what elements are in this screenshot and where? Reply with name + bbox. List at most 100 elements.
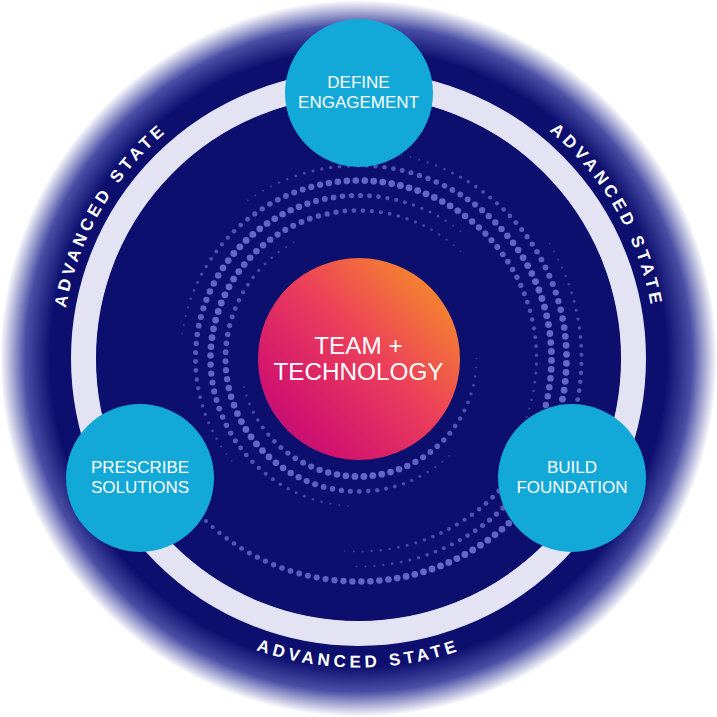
spiral-dot xyxy=(414,541,417,544)
spiral-dot xyxy=(214,397,220,403)
spiral-dot xyxy=(397,546,400,549)
spiral-dot xyxy=(406,544,409,547)
spiral-dot xyxy=(504,232,510,238)
ring-label-text: ADVANCED STATE xyxy=(255,636,463,672)
hub-circle: TEAM + TECHNOLOGY xyxy=(258,258,460,460)
spiral-dot xyxy=(331,195,337,201)
spiral-dot xyxy=(312,481,318,487)
spiral-dot xyxy=(403,573,410,580)
spiral-dot xyxy=(447,527,451,531)
spiral-dot xyxy=(193,350,198,355)
spiral-dot xyxy=(185,315,187,317)
spiral-dot xyxy=(563,360,570,367)
spiral-dot xyxy=(423,190,430,197)
spiral-dot xyxy=(253,248,260,255)
spiral-dot xyxy=(526,416,528,418)
spiral-dot xyxy=(317,182,323,188)
spiral-dot xyxy=(225,453,227,455)
spiral-dot xyxy=(253,441,260,448)
spiral-dot xyxy=(438,233,440,235)
spiral-dot xyxy=(208,343,215,350)
spiral-dot xyxy=(312,498,315,501)
spiral-dot xyxy=(396,466,403,473)
spiral-dot xyxy=(545,393,551,399)
spiral-dot xyxy=(557,258,559,260)
spiral-dot xyxy=(378,471,385,478)
spiral-dot xyxy=(330,486,336,492)
spiral-dot xyxy=(543,312,550,319)
spiral-dot xyxy=(249,231,256,238)
spiral-dot xyxy=(259,447,266,454)
spiral-dot xyxy=(418,158,420,160)
spiral-dot xyxy=(209,257,213,261)
spiral-dot xyxy=(207,421,210,424)
spiral-dot xyxy=(295,491,298,494)
spiral-dot xyxy=(475,366,477,368)
spiral-dot xyxy=(575,397,580,402)
spiral-dot xyxy=(482,231,488,237)
spiral-dot xyxy=(405,217,408,220)
spiral-dot xyxy=(208,370,214,376)
spiral-dot xyxy=(243,426,250,433)
spiral-dot xyxy=(384,487,388,491)
spiral-dot xyxy=(417,173,422,178)
spiral-dot xyxy=(295,474,301,480)
spiral-dot xyxy=(203,297,209,303)
spiral-dot xyxy=(495,201,499,205)
spiral-dot xyxy=(535,353,539,357)
spiral-dot xyxy=(329,166,333,170)
spiral-dot xyxy=(431,535,435,539)
spiral-dot xyxy=(226,385,232,391)
spiral-dot xyxy=(223,349,229,355)
spiral-dot xyxy=(462,518,466,522)
spiral-dot xyxy=(420,568,427,575)
spiral-dot xyxy=(431,194,438,201)
spiral-dot xyxy=(195,332,201,338)
spiral-dot xyxy=(226,283,233,290)
spiral-dot xyxy=(391,166,396,171)
spiral-dot xyxy=(326,180,332,186)
spiral-dot xyxy=(296,204,302,210)
spiral-dot xyxy=(452,225,454,227)
spiral-dot xyxy=(272,439,277,444)
spiral-dot xyxy=(198,395,202,399)
spiral-dot xyxy=(316,467,322,473)
spiral-dot xyxy=(466,401,470,405)
spiral-dot xyxy=(376,194,381,199)
spiral-dot xyxy=(515,247,522,254)
spiral-dot xyxy=(477,507,482,512)
spiral-dot xyxy=(546,384,553,391)
ring-label: ADVANCED STATE xyxy=(255,636,463,672)
spiral-dot xyxy=(568,283,571,286)
stage-label: BUILD FOUNDATION xyxy=(516,458,627,499)
hub-label: TEAM + TECHNOLOGY xyxy=(273,333,443,384)
spiral-dot xyxy=(307,216,313,222)
spiral-dot xyxy=(190,298,193,301)
spiral-dot xyxy=(343,472,350,479)
spiral-dot xyxy=(239,546,244,551)
spiral-dot xyxy=(447,203,454,210)
spiral-dot xyxy=(194,368,199,373)
spiral-dot xyxy=(522,291,527,296)
spiral-dot xyxy=(549,243,551,245)
spiral-dot xyxy=(274,231,280,237)
spiral-dot xyxy=(294,175,297,178)
spiral-dot xyxy=(204,413,207,416)
spiral-dot xyxy=(528,270,535,277)
spiral-dot xyxy=(342,209,347,214)
spiral-dot xyxy=(220,265,227,272)
spiral-dot xyxy=(226,235,230,239)
spiral-dot xyxy=(469,392,472,395)
spiral-dot xyxy=(541,304,548,311)
spiral-dot xyxy=(477,542,484,549)
spiral-dot xyxy=(211,388,217,394)
spiral-dot xyxy=(340,194,346,200)
spiral-dot xyxy=(339,488,344,493)
spiral-dot xyxy=(238,418,245,425)
spiral-dot xyxy=(267,201,272,206)
spiral-dot xyxy=(314,574,320,580)
spiral-dot xyxy=(394,198,398,202)
spiral-dot xyxy=(320,167,323,170)
